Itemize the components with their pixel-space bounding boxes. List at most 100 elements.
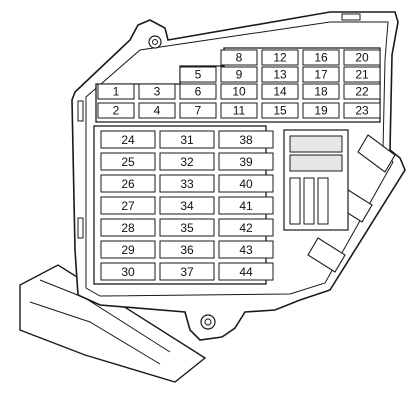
side-latch bbox=[357, 134, 396, 173]
fuse-number: 20 bbox=[355, 51, 369, 65]
fuse-9: 9 bbox=[220, 66, 258, 83]
fuse-slot bbox=[220, 83, 258, 100]
fuse-slot bbox=[159, 196, 215, 215]
fuse-23: 23 bbox=[343, 102, 381, 119]
fuse-slot bbox=[261, 102, 299, 119]
fuse-number: 21 bbox=[355, 68, 369, 82]
fuse-slot bbox=[220, 66, 258, 83]
fuse-15: 15 bbox=[261, 102, 299, 119]
fuse-slot bbox=[100, 196, 156, 215]
fuse-34: 34 bbox=[159, 196, 215, 215]
fuse-slot bbox=[100, 174, 156, 193]
fuse-5: 5 bbox=[179, 66, 217, 83]
fuse-number: 40 bbox=[239, 177, 253, 191]
fuse-number: 39 bbox=[239, 155, 253, 169]
fuse-number: 16 bbox=[314, 51, 328, 65]
fuse-slot bbox=[261, 49, 299, 66]
fuse-40: 40 bbox=[218, 174, 274, 193]
side-clip bbox=[77, 100, 84, 122]
fuse-slot bbox=[159, 262, 215, 281]
fuse-35: 35 bbox=[159, 218, 215, 237]
connector-ridge bbox=[29, 301, 161, 365]
fuse-8: 8 bbox=[220, 49, 258, 66]
fuse-number: 28 bbox=[121, 221, 135, 235]
fuse-number: 17 bbox=[314, 68, 328, 82]
fuse-number: 19 bbox=[314, 104, 328, 118]
fuse-number: 6 bbox=[195, 85, 202, 99]
wiring-connector bbox=[19, 264, 207, 383]
side-latch bbox=[307, 237, 346, 273]
fuse-slot bbox=[179, 66, 217, 83]
fuse-17: 17 bbox=[302, 66, 340, 83]
fuse-number: 32 bbox=[180, 155, 194, 169]
fuse-32: 32 bbox=[159, 152, 215, 171]
relay-block bbox=[283, 129, 349, 231]
fuse-number: 15 bbox=[273, 104, 287, 118]
fuse-6: 6 bbox=[179, 83, 217, 100]
fuse-number: 11 bbox=[233, 104, 246, 118]
fuse-slot bbox=[218, 152, 274, 171]
fuse-number: 2 bbox=[113, 104, 120, 118]
fuse-slot bbox=[97, 83, 135, 100]
fuse-slot bbox=[218, 218, 274, 237]
fuse-number: 35 bbox=[180, 221, 194, 235]
fuse-slot bbox=[100, 218, 156, 237]
mounting-hole bbox=[200, 314, 216, 330]
fuse-slot bbox=[218, 174, 274, 193]
relay-socket bbox=[289, 154, 343, 172]
fuse-slot bbox=[302, 83, 340, 100]
fuse-number: 44 bbox=[239, 265, 253, 279]
mounting-hole bbox=[152, 39, 158, 45]
fuse-25: 25 bbox=[100, 152, 156, 171]
fuse-33: 33 bbox=[159, 174, 215, 193]
fuse-slot bbox=[302, 49, 340, 66]
fuse-number: 24 bbox=[121, 133, 135, 147]
fuse-number: 23 bbox=[355, 104, 369, 118]
fuse-number: 26 bbox=[121, 177, 135, 191]
fuse-7: 7 bbox=[179, 102, 217, 119]
fuse-16: 16 bbox=[302, 49, 340, 66]
fuse-number: 12 bbox=[273, 51, 287, 65]
fuse-slot bbox=[218, 196, 274, 215]
fuse-slot bbox=[100, 152, 156, 171]
fuse-4: 4 bbox=[138, 102, 176, 119]
fuse-27: 27 bbox=[100, 196, 156, 215]
fuse-slot bbox=[138, 83, 176, 100]
fuse-slot bbox=[97, 102, 135, 119]
fuse-2: 2 bbox=[97, 102, 135, 119]
fuse-slot bbox=[220, 49, 258, 66]
maxi-fuse-slot bbox=[317, 177, 329, 225]
fuse-slot bbox=[343, 83, 381, 100]
fuse-slot bbox=[159, 130, 215, 149]
fuse-30: 30 bbox=[100, 262, 156, 281]
fuse-number: 7 bbox=[195, 104, 202, 118]
fuse-number: 3 bbox=[154, 85, 161, 99]
fuse-number: 43 bbox=[239, 243, 253, 257]
fuse-10: 10 bbox=[220, 83, 258, 100]
fuse-22: 22 bbox=[343, 83, 381, 100]
maxi-fuse-slot bbox=[303, 177, 315, 225]
fuse-44: 44 bbox=[218, 262, 274, 281]
fuse-39: 39 bbox=[218, 152, 274, 171]
fuse-slot bbox=[343, 66, 381, 83]
fuse-slot bbox=[261, 83, 299, 100]
fuse-number: 36 bbox=[180, 243, 194, 257]
fuse-slot bbox=[261, 66, 299, 83]
fuse-26: 26 bbox=[100, 174, 156, 193]
fuse-31: 31 bbox=[159, 130, 215, 149]
fuse-3: 3 bbox=[138, 83, 176, 100]
fuse-number: 27 bbox=[121, 199, 135, 213]
fuse-36: 36 bbox=[159, 240, 215, 259]
fuse-slot bbox=[159, 240, 215, 259]
fuse-slot bbox=[159, 218, 215, 237]
fuse-slot bbox=[179, 102, 217, 119]
fuse-number: 37 bbox=[180, 265, 194, 279]
fuse-slot bbox=[100, 130, 156, 149]
fuse-slot bbox=[302, 66, 340, 83]
fuse-slot bbox=[159, 174, 215, 193]
fuse-14: 14 bbox=[261, 83, 299, 100]
fuse-slot bbox=[159, 152, 215, 171]
fuse-41: 41 bbox=[218, 196, 274, 215]
fuse-slot bbox=[218, 240, 274, 259]
